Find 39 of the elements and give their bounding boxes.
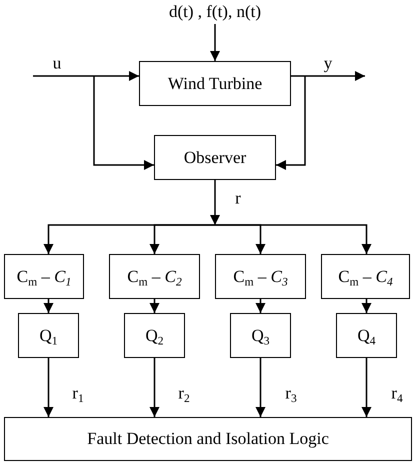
signal-label: d(t) , f(t), n(t)	[160, 0, 270, 24]
process-box	[230, 313, 291, 358]
block-label: C$_{m}$ – C$_{3}$	[233, 266, 288, 286]
arrow	[256, 358, 266, 417]
arrow	[210, 24, 220, 61]
arrow	[44, 299, 54, 313]
arrow	[150, 224, 215, 254]
connector-line	[33, 75, 94, 77]
process-box	[321, 254, 410, 299]
arrow	[362, 358, 372, 417]
block-label: Q$_{2}$	[145, 326, 164, 346]
arrow	[150, 299, 160, 313]
block-label: Wind Turbine	[168, 74, 262, 94]
process-box	[215, 254, 306, 299]
block-label: Q$_{1}$	[39, 326, 58, 346]
block-label: Q$_{3}$	[251, 326, 270, 346]
process-box	[18, 313, 79, 358]
block-label: Observer	[184, 148, 246, 168]
process-box	[124, 313, 185, 358]
process-box	[139, 61, 291, 106]
process-box	[336, 313, 397, 358]
block-label: C$_{m}$ – C$_{2}$	[127, 266, 182, 286]
arrow	[94, 71, 139, 81]
arrow	[215, 224, 372, 254]
process-box	[4, 417, 412, 461]
block-label: C$_{m}$ – C$_{4}$	[338, 266, 393, 286]
arrow	[44, 358, 54, 417]
arrow	[256, 299, 266, 313]
block-label: Q$_{4}$	[357, 326, 376, 346]
arrow	[276, 76, 306, 170]
process-box	[109, 254, 200, 299]
arrow	[93, 76, 154, 170]
arrow	[150, 358, 160, 417]
arrow	[210, 180, 220, 225]
process-box	[4, 254, 84, 299]
block-label: Fault Detection and Isolation Logic	[87, 429, 329, 449]
block-label: C$_{m}$ – C$_{1}$	[16, 266, 72, 286]
arrow	[362, 299, 372, 313]
process-box	[154, 135, 276, 180]
